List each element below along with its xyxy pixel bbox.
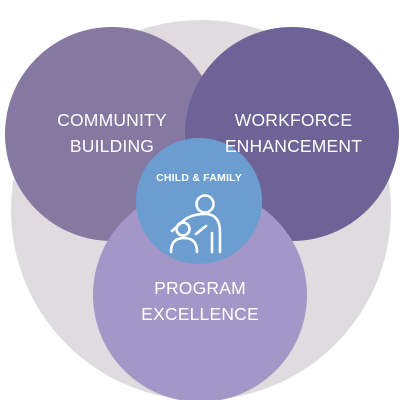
community-line1: COMMUNITY <box>57 110 167 130</box>
program-line2: EXCELLENCE <box>141 304 259 324</box>
workforce-enhancement-label: WORKFORCE ENHANCEMENT <box>221 107 366 159</box>
program-excellence-label: PROGRAM EXCELLENCE <box>125 275 275 327</box>
community-building-label: COMMUNITY BUILDING <box>37 107 187 159</box>
child-family-circle <box>136 138 262 264</box>
program-line1: PROGRAM <box>154 278 246 298</box>
workforce-line2: ENHANCEMENT <box>224 136 363 156</box>
child-family-label: CHILD & FAMILY <box>156 172 242 184</box>
parent-child-icon <box>169 194 222 254</box>
program-excellence-circle <box>93 188 307 400</box>
community-line2: BUILDING <box>69 136 155 156</box>
workforce-line1: WORKFORCE <box>234 110 353 130</box>
